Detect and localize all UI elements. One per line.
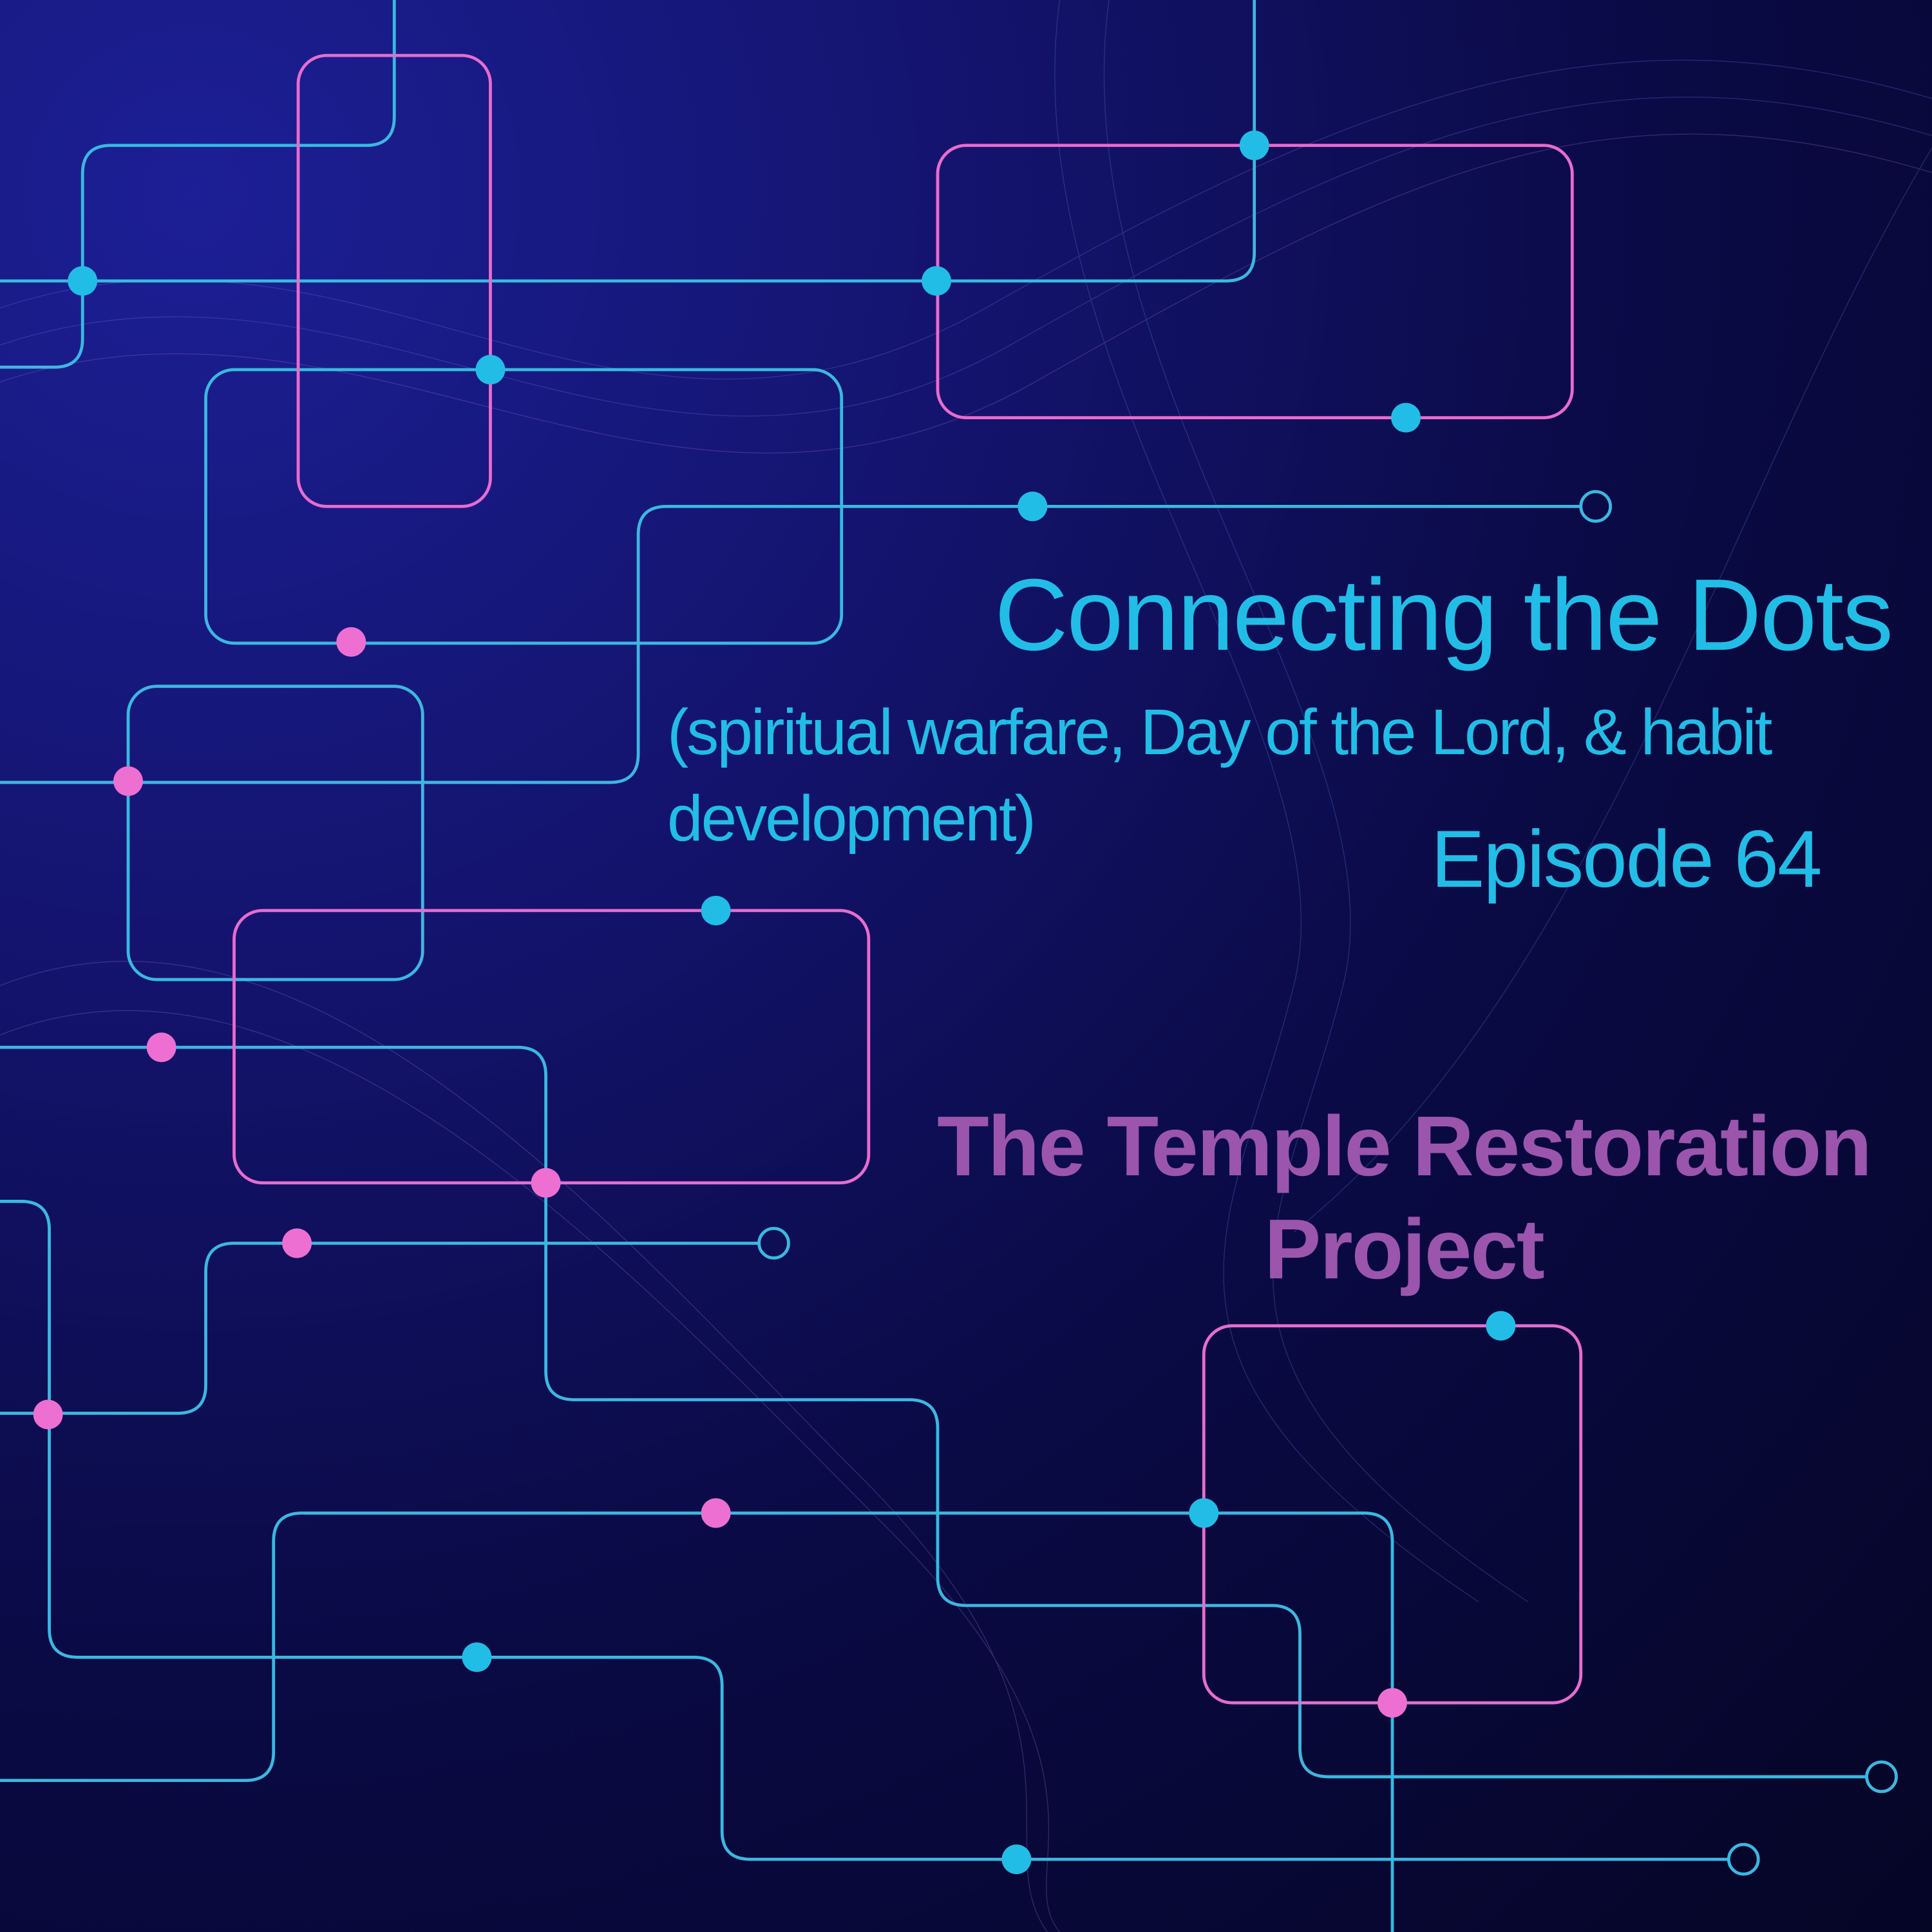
cyan-dots [68,130,1516,1875]
circuit-lines-cyan [0,0,1867,1932]
open-terminal-dots [757,490,1898,1876]
podcast-name: The Temple Restoration Project [937,1099,1872,1296]
episode-subtitle: (spiritual warfare, Day of the Lord, & h… [667,696,1772,855]
pink-dots [33,627,1407,1718]
episode-number: Episode 64 [1431,815,1822,904]
circuit-boxes-pink [232,53,1583,1705]
episode-series-title: Connecting the Dots [994,558,1893,672]
